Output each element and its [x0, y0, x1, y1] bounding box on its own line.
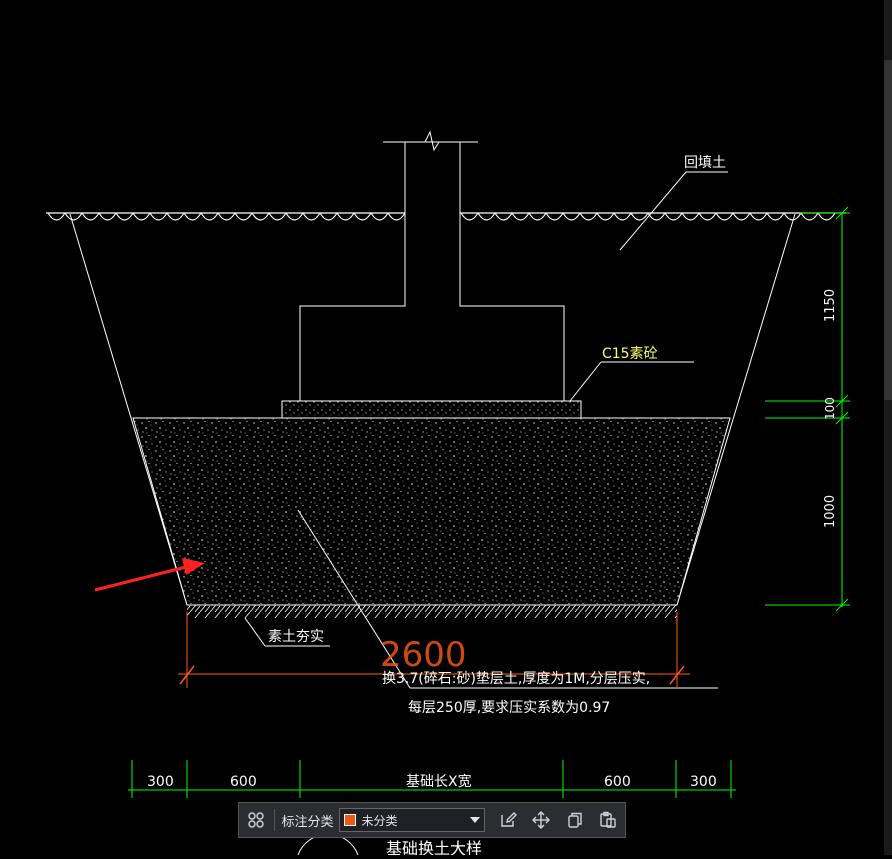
dim-bottom-600-right: 600 [604, 774, 631, 790]
c15-concrete-pad [281, 400, 582, 419]
move-icon[interactable] [525, 802, 558, 838]
scrollbar-thumb[interactable] [884, 60, 892, 400]
drawing-title: 基础换土大样 [386, 839, 482, 855]
note-line-1: 换3.7(碎石:砂)垫层土,厚度为1M,分层压实, [382, 670, 650, 687]
category-dropdown[interactable]: 未分类 [339, 808, 486, 832]
toolbar-separator [274, 809, 276, 831]
red-arrow-annotation [94, 558, 205, 592]
category-color-swatch [344, 814, 357, 826]
annotation-toolbar: 标注分类 未分类 [238, 802, 626, 838]
gravel-cushion-layer [132, 417, 731, 606]
right-dimension-chain [765, 206, 850, 612]
copy-icon[interactable] [558, 802, 591, 838]
compacted-soil-hatch [187, 605, 677, 618]
foundation-footing [299, 130, 565, 401]
dim-right-100: 100 [823, 397, 837, 420]
category-selected-value: 未分类 [361, 813, 398, 828]
label-c15-concrete: C15素砼 [602, 346, 658, 362]
dim-bottom-300-right: 300 [690, 774, 717, 790]
dim-bottom-600-left: 600 [230, 774, 257, 790]
grid-icon[interactable] [239, 802, 272, 838]
note-line-2: 每层250厚,要求压实系数为0.97 [408, 700, 610, 716]
label-backfill-soil: 回填土 [684, 155, 726, 171]
paste-icon[interactable] [592, 802, 625, 838]
dim-right-1000: 1000 [823, 495, 838, 528]
ground-surface-symbol [46, 212, 846, 221]
excavation-outline [69, 213, 796, 606]
dim-bottom-foundation: 基础长X宽 [406, 773, 472, 790]
dimension-text-2600: 2600 [380, 635, 467, 675]
chevron-down-icon [470, 817, 481, 823]
dim-right-1150: 1150 [823, 289, 838, 322]
bottom-dimension-chain [128, 760, 736, 798]
leader-lines [244, 171, 728, 689]
dimension-2600 [178, 612, 690, 688]
label-compacted-soil: 素土夯实 [268, 629, 324, 645]
category-label: 标注分类 [281, 814, 334, 830]
edit-icon[interactable] [491, 802, 524, 838]
vertical-scrollbar[interactable] [884, 0, 892, 855]
dim-bottom-300-left: 300 [147, 774, 174, 790]
